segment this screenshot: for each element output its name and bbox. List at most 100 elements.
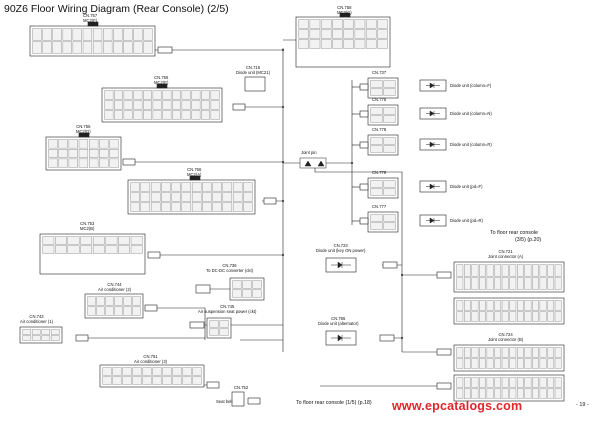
- connector-pin: [123, 296, 132, 306]
- connector-pin: [50, 335, 60, 341]
- connector-pin: [210, 100, 220, 110]
- connector-pin: [42, 236, 55, 245]
- ref-floor-rear-console-upper-page: (3/5) (p.20): [515, 237, 542, 243]
- connector-pin: [82, 41, 93, 54]
- connector-pin: [192, 367, 202, 376]
- connector-pin: [133, 41, 143, 54]
- connector-pin: [132, 367, 142, 376]
- connector-pin: [343, 39, 354, 49]
- connector-pin: [486, 388, 494, 399]
- connector-pin: [320, 19, 332, 29]
- connector-pin: [105, 236, 118, 245]
- connector-pin: [191, 182, 202, 192]
- connector-pin: [80, 245, 93, 254]
- connector-pin: [517, 377, 524, 388]
- connector-pin: [547, 347, 555, 358]
- connector-pin: [471, 358, 479, 369]
- connector-pin: [479, 277, 486, 290]
- connector-pin: [102, 367, 112, 376]
- connector-pin: [191, 100, 201, 110]
- connector-pin: [22, 335, 32, 341]
- connector-pin: [72, 41, 82, 54]
- connector-pin: [162, 367, 172, 376]
- connector-pin: [494, 388, 502, 399]
- connector-pin: [486, 377, 494, 388]
- connector-pin: [89, 149, 99, 158]
- connector-pin: [232, 289, 242, 298]
- connector-pin: [32, 28, 42, 41]
- connector-pin: [383, 88, 396, 96]
- connector-pin: [509, 277, 517, 290]
- connector-pin: [309, 19, 321, 29]
- connector-pin: [456, 377, 464, 388]
- connector-pin: [532, 377, 539, 388]
- connector-pin: [31, 335, 41, 341]
- connector-pin: [532, 311, 539, 322]
- connector-pin: [201, 90, 210, 100]
- connector-pin: [501, 264, 509, 277]
- connector-pin: [539, 300, 547, 311]
- connector-pin: [471, 388, 479, 399]
- connector-pin: [554, 377, 562, 388]
- connector-pin: [509, 377, 517, 388]
- label-cn776-id: CN.776: [372, 97, 387, 102]
- label-cn737-name: Diode unit (column=F): [450, 83, 492, 88]
- page-title: 90Z6 Floor Wiring Diagram (Rear Console)…: [4, 3, 229, 15]
- connector-pin: [210, 110, 220, 120]
- connector-pin: [524, 347, 532, 358]
- connector-pin: [219, 320, 229, 328]
- connector-pin: [109, 158, 119, 168]
- connector-pin: [42, 28, 52, 41]
- connector-pin: [456, 358, 464, 369]
- connector-pin: [298, 39, 309, 49]
- connector-pin: [332, 39, 343, 49]
- label-cn752-name: Seat belt: [216, 399, 233, 404]
- connector-pin: [509, 300, 517, 311]
- connector-pin: [365, 19, 377, 29]
- connector-pin: [354, 19, 366, 29]
- pin-grids: [22, 19, 562, 399]
- connector-pin: [501, 388, 509, 399]
- connector-cn752: [231, 391, 245, 407]
- connector-pin: [113, 41, 123, 54]
- connector-pin: [320, 29, 332, 39]
- connector-pin: [181, 192, 192, 202]
- connector-pin: [370, 107, 383, 115]
- connector-pin: [370, 88, 383, 96]
- connector-pin: [532, 347, 539, 358]
- connector-pin: [539, 347, 547, 358]
- connector-pin: [370, 145, 383, 153]
- connector-pin: [142, 367, 152, 376]
- connector-pin: [118, 245, 130, 254]
- connector-pin: [123, 28, 133, 41]
- connector-pin: [152, 376, 162, 385]
- connector-pin: [105, 296, 114, 306]
- connector-pin: [243, 192, 253, 202]
- connector-pin: [133, 90, 143, 100]
- connector-pin: [132, 306, 141, 316]
- connector-pin: [486, 358, 494, 369]
- connector-pin: [72, 28, 82, 41]
- connector-pin: [161, 202, 171, 212]
- connector-pin: [62, 28, 72, 41]
- connector-pin: [232, 202, 243, 212]
- connector-pin: [479, 377, 486, 388]
- connector-pin: [87, 296, 96, 306]
- connector-pin: [89, 139, 99, 149]
- connector-pin: [479, 347, 486, 358]
- connector-pin: [486, 300, 494, 311]
- connector-pin: [383, 222, 396, 230]
- connector-pin: [517, 264, 524, 277]
- connector-pin: [162, 110, 172, 120]
- connector-pin: [554, 264, 562, 277]
- connector-pin: [509, 264, 517, 277]
- connector-pin: [232, 182, 243, 192]
- label-cn737-id: CN.737: [372, 70, 387, 75]
- connector-pin: [112, 367, 122, 376]
- connector-pin: [494, 264, 502, 277]
- connector-pin: [517, 300, 524, 311]
